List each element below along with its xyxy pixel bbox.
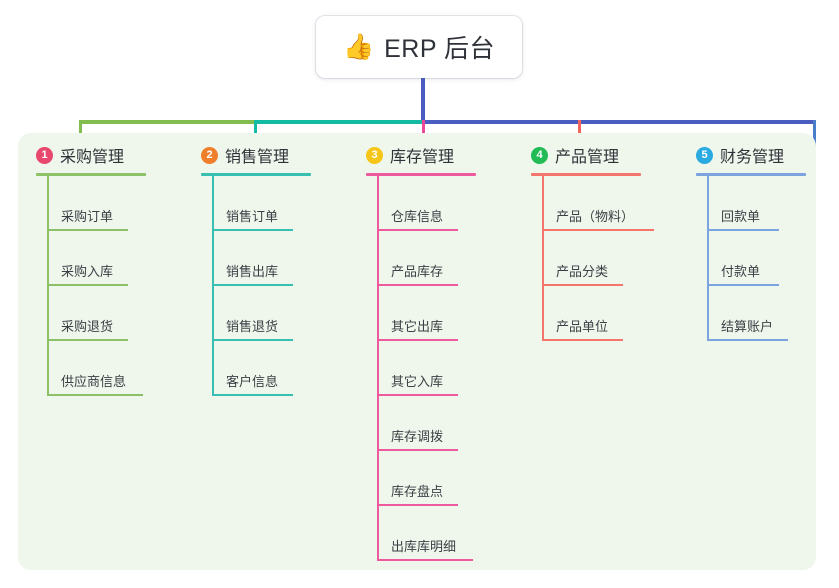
leaf-node[interactable]: 采购退货 — [47, 286, 128, 341]
branch-underline-product — [531, 173, 641, 176]
root-node-card[interactable]: 👍 ERP 后台 — [316, 16, 522, 78]
leaf-node-label: 其它入库 — [391, 374, 444, 389]
branch-number-badge-inventory: 3 — [366, 146, 383, 164]
branch-title-sales: 销售管理 — [225, 149, 290, 166]
bar-indigo — [422, 120, 814, 124]
leaf-node[interactable]: 客户信息 — [212, 341, 293, 396]
leaf-node-label: 产品库存 — [391, 264, 444, 279]
leaf-node[interactable]: 销售出库 — [212, 231, 293, 286]
branch-title-inventory: 库存管理 — [390, 149, 455, 166]
leaf-node[interactable]: 产品分类 — [542, 231, 623, 286]
leaf-node[interactable]: 销售订单 — [212, 176, 293, 231]
branches-panel: 1 采购管理采购订单采购入库采购退货供应商信息 2 销售管理销售订单销售出库销售退货客… — [18, 133, 816, 570]
leaf-node-underline — [47, 229, 128, 231]
bar-green — [79, 120, 254, 124]
leaf-node-label: 采购订单 — [61, 209, 114, 224]
thumbs-up-icon: 👍 — [342, 32, 375, 61]
leaf-node-label: 产品（物料） — [556, 209, 635, 224]
leaf-node-underline — [47, 339, 128, 341]
leaf-node-underline — [377, 229, 458, 231]
leaf-node-label: 采购入库 — [61, 264, 114, 279]
leaf-node[interactable]: 采购入库 — [47, 231, 128, 286]
leaf-node-label: 供应商信息 — [61, 374, 127, 389]
bar-teal — [254, 120, 422, 124]
leaf-node-label: 客户信息 — [226, 374, 279, 389]
branch-number-badge-product: 4 — [531, 146, 548, 164]
leaf-node-underline — [542, 284, 623, 286]
branch-underline-finance — [696, 173, 806, 176]
leaf-node-label: 结算账户 — [721, 319, 774, 334]
leaf-node-underline — [212, 229, 293, 231]
leaf-node[interactable]: 回款单 — [707, 176, 779, 231]
leaf-node[interactable]: 采购订单 — [47, 176, 128, 231]
branch-title-product: 产品管理 — [555, 149, 620, 166]
branch-underline-sales — [201, 173, 311, 176]
leaf-node-label: 回款单 — [721, 209, 761, 224]
leaf-node-label: 销售退货 — [226, 319, 279, 334]
branch-underline-purchase — [36, 173, 146, 176]
leaf-node-label: 产品单位 — [556, 319, 609, 334]
root-node-title: ERP 后台 — [384, 35, 496, 63]
leaf-node[interactable]: 库存盘点 — [377, 451, 458, 506]
drop-finance — [813, 120, 816, 150]
leaf-node-underline — [377, 394, 458, 396]
branch-header-inventory[interactable]: 3 库存管理 — [366, 143, 454, 167]
leaf-node-underline — [212, 394, 293, 396]
leaf-node[interactable]: 仓库信息 — [377, 176, 458, 231]
leaf-node-label: 产品分类 — [556, 264, 609, 279]
leaf-node[interactable]: 其它入库 — [377, 341, 458, 396]
branch-title-purchase: 采购管理 — [60, 149, 125, 166]
branch-header-product[interactable]: 4 产品管理 — [531, 143, 619, 167]
branch-number-badge-sales: 2 — [201, 146, 218, 164]
branch-title-finance: 财务管理 — [720, 149, 785, 166]
branch-number-badge-finance: 5 — [696, 146, 713, 164]
leaf-node-label: 仓库信息 — [391, 209, 444, 224]
root-stem-connector — [421, 78, 425, 122]
leaf-node[interactable]: 销售退货 — [212, 286, 293, 341]
leaf-node-underline — [707, 229, 779, 231]
leaf-node[interactable]: 出库库明细 — [377, 506, 473, 561]
branch-header-sales[interactable]: 2 销售管理 — [201, 143, 289, 167]
leaf-node-underline — [377, 284, 458, 286]
leaf-node-underline — [377, 504, 458, 506]
branch-spine-product — [542, 176, 544, 341]
branch-spine-inventory — [377, 176, 379, 561]
leaf-node-underline — [212, 339, 293, 341]
branch-header-purchase[interactable]: 1 采购管理 — [36, 143, 124, 167]
leaf-node-underline — [377, 339, 458, 341]
branch-spine-finance — [707, 176, 709, 341]
leaf-node-label: 采购退货 — [61, 319, 114, 334]
leaf-node-label: 库存盘点 — [391, 484, 444, 499]
leaf-node-label: 出库库明细 — [391, 539, 457, 554]
leaf-node[interactable]: 付款单 — [707, 231, 779, 286]
leaf-node[interactable]: 其它出库 — [377, 286, 458, 341]
leaf-node-underline — [212, 284, 293, 286]
leaf-node[interactable]: 产品库存 — [377, 231, 458, 286]
leaf-node[interactable]: 结算账户 — [707, 286, 788, 341]
leaf-node[interactable]: 产品（物料） — [542, 176, 654, 231]
leaf-node-underline — [47, 284, 128, 286]
branch-underline-inventory — [366, 173, 476, 176]
leaf-node-label: 付款单 — [721, 264, 761, 279]
leaf-node-label: 销售出库 — [226, 264, 279, 279]
leaf-node-underline — [47, 394, 143, 396]
leaf-node-underline — [542, 339, 623, 341]
leaf-node[interactable]: 供应商信息 — [47, 341, 143, 396]
leaf-node-label: 销售订单 — [226, 209, 279, 224]
branch-number-badge-purchase: 1 — [36, 146, 53, 164]
leaf-node[interactable]: 库存调拨 — [377, 396, 458, 451]
branch-spine-purchase — [47, 176, 49, 396]
branch-spine-sales — [212, 176, 214, 396]
leaf-node-underline — [707, 284, 779, 286]
branch-header-finance[interactable]: 5 财务管理 — [696, 143, 784, 167]
leaf-node-underline — [707, 339, 788, 341]
leaf-node-label: 其它出库 — [391, 319, 444, 334]
leaf-node[interactable]: 产品单位 — [542, 286, 623, 341]
leaf-node-underline — [377, 559, 473, 561]
leaf-node-underline — [542, 229, 654, 231]
leaf-node-label: 库存调拨 — [391, 429, 444, 444]
leaf-node-underline — [377, 449, 458, 451]
